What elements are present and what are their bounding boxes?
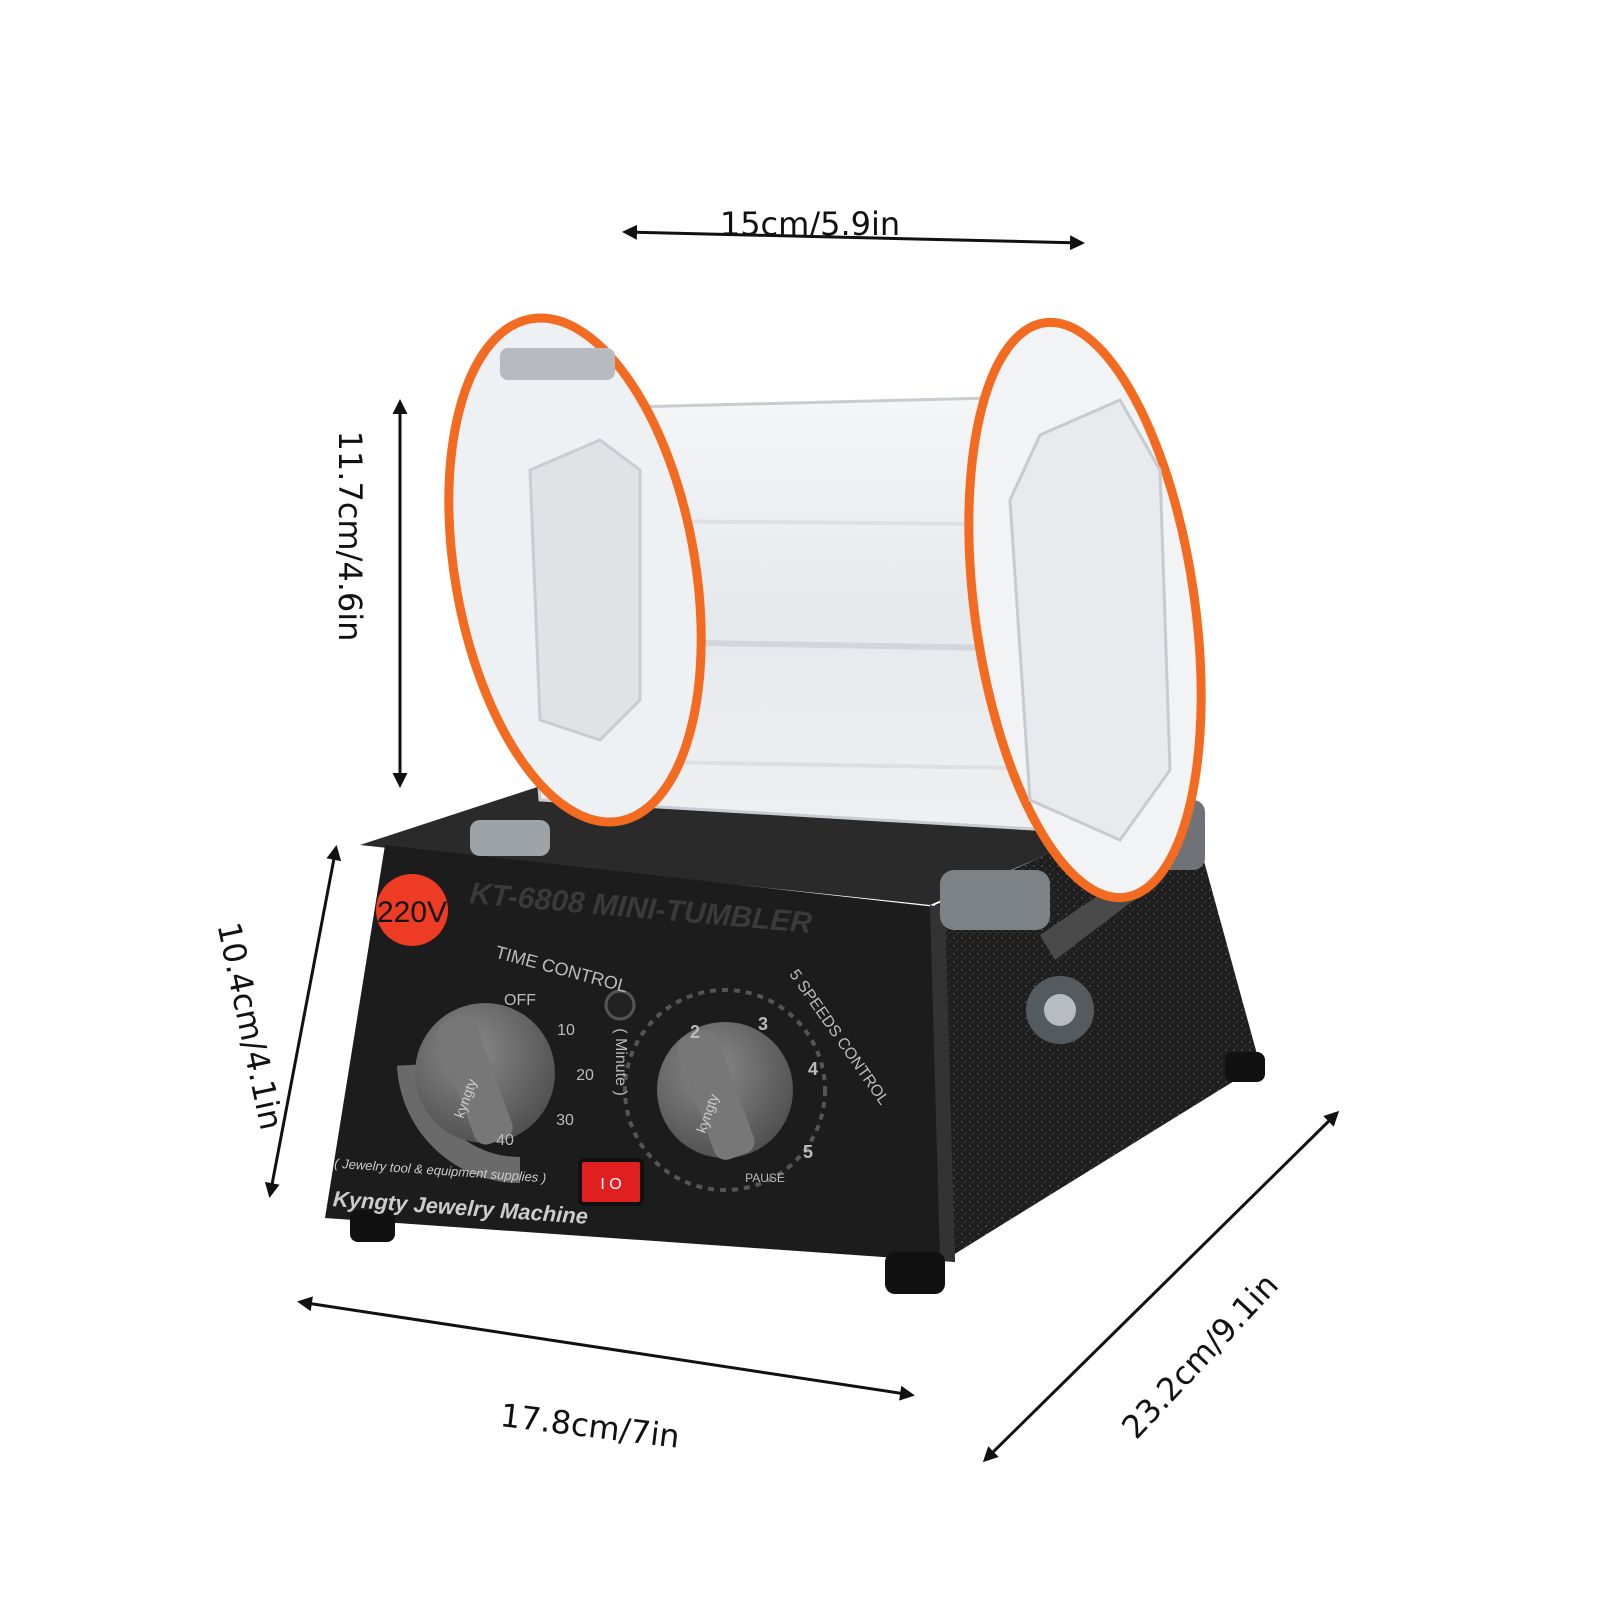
speed-mark-3: 3 — [758, 1014, 768, 1034]
time-mark-10: 10 — [557, 1022, 575, 1039]
foot-front — [885, 1252, 945, 1294]
time-unit-label: ( Minute ) — [612, 1028, 629, 1096]
voltage-badge-bg — [376, 874, 448, 946]
power-switch[interactable] — [578, 1158, 644, 1206]
foot-left — [350, 1210, 395, 1242]
dimension-top-width: 15cm/5.9in — [719, 205, 901, 243]
dimension-drum-height: 11.7cm/4.6in — [331, 430, 369, 642]
time-control-dial — [397, 1003, 555, 1184]
time-mark-40: 40 — [496, 1132, 514, 1149]
power-switch-label: I O — [600, 1176, 621, 1193]
dim-arrow-bottom — [297, 1296, 915, 1401]
voltage-badge: 220V — [377, 896, 447, 929]
time-mark-30: 30 — [556, 1112, 574, 1129]
speed-mark-2: 2 — [690, 1022, 700, 1042]
dim-arrow-right — [982, 1110, 1340, 1463]
speed-control-dial — [623, 988, 827, 1192]
time-mark-20: 20 — [576, 1067, 594, 1084]
speed-mark-5: 5 — [803, 1142, 813, 1162]
dim-arrow-left-lower — [264, 845, 342, 1198]
dim-arrow-top — [622, 224, 1085, 251]
indicator-light — [604, 989, 636, 1021]
foot-right — [1225, 1052, 1265, 1082]
time-mark-off: OFF — [504, 992, 536, 1009]
pause-label: PAUSE — [745, 1171, 785, 1185]
tumbler-drum — [444, 313, 1206, 903]
speed-mark-4: 4 — [808, 1059, 818, 1079]
